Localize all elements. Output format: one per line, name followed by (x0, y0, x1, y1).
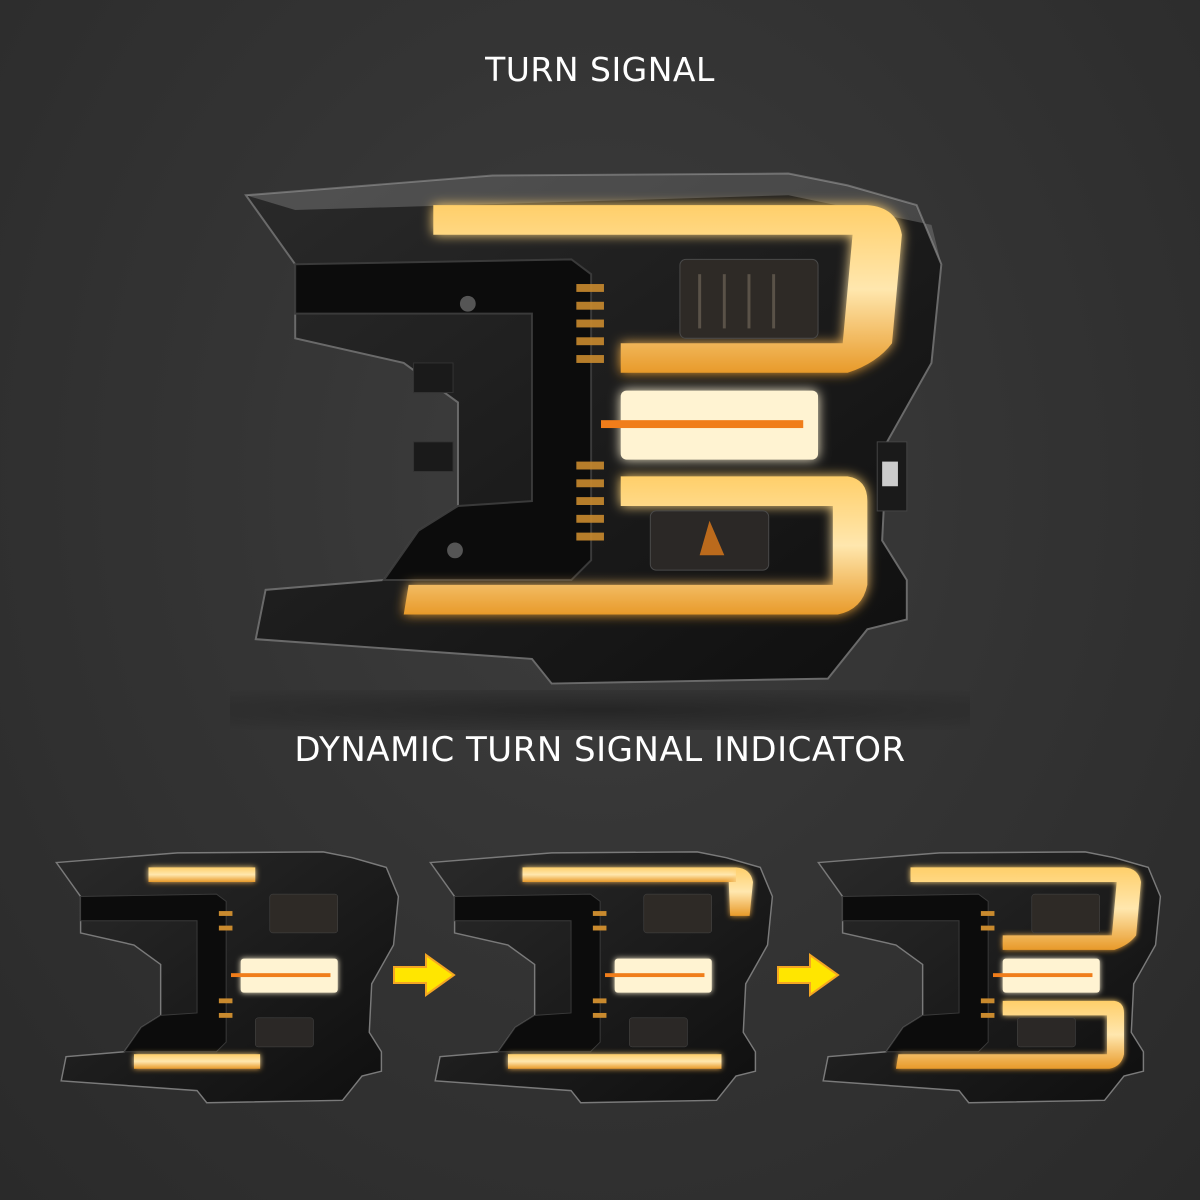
dynamic-signal-heading: DYNAMIC TURN SIGNAL INDICATOR (294, 730, 906, 770)
sequence-step-3-headlight (808, 848, 1178, 1110)
headlight-shadow (230, 690, 970, 730)
sequence-step-1-headlight (46, 848, 416, 1110)
right-arrow-icon (776, 953, 840, 997)
right-arrow-icon (392, 953, 456, 997)
turn-signal-heading: TURN SIGNAL (485, 50, 715, 89)
main-headlight-image (236, 162, 966, 702)
sequence-step-2-headlight (420, 848, 790, 1110)
